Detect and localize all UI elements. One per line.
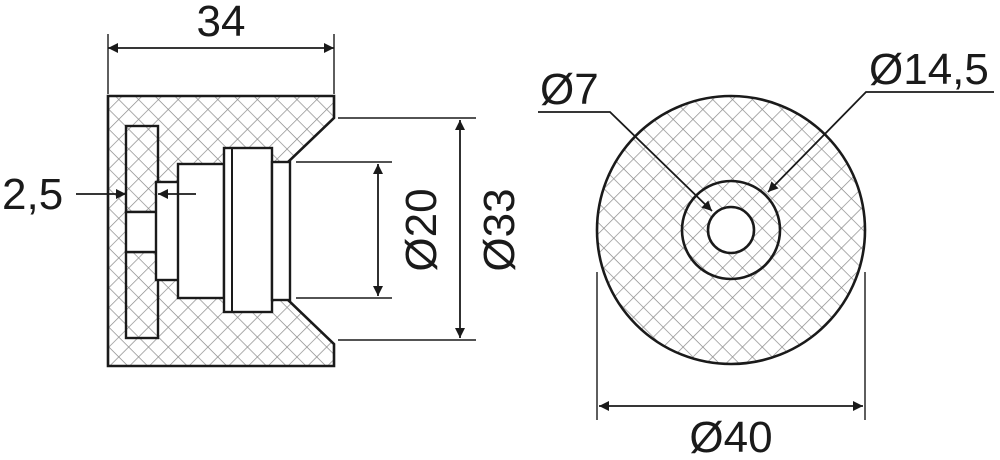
leader-d14-5	[767, 91, 994, 193]
label-width-34: 34	[197, 0, 246, 46]
label-outer-d33: Ø33	[475, 188, 524, 271]
side-slot-lower	[124, 250, 160, 340]
front-view: Ø7 Ø14,5 Ø40	[538, 45, 994, 460]
side-view: 34 2,5 Ø20 Ø33	[2, 0, 524, 368]
label-bore-d20: Ø20	[397, 188, 446, 271]
label-slot-2-5: 2,5	[2, 170, 63, 219]
side-step-1	[176, 162, 226, 300]
label-hole-d7: Ø7	[540, 65, 599, 114]
front-center-hole	[706, 205, 756, 255]
side-slot-gap	[124, 210, 160, 254]
label-boss-d14-5: Ø14,5	[869, 45, 989, 94]
side-step-3	[270, 160, 292, 302]
label-outer-d40: Ø40	[689, 413, 772, 460]
side-neck	[154, 180, 182, 282]
side-slot-upper	[124, 124, 160, 214]
leader-d7	[538, 111, 713, 212]
